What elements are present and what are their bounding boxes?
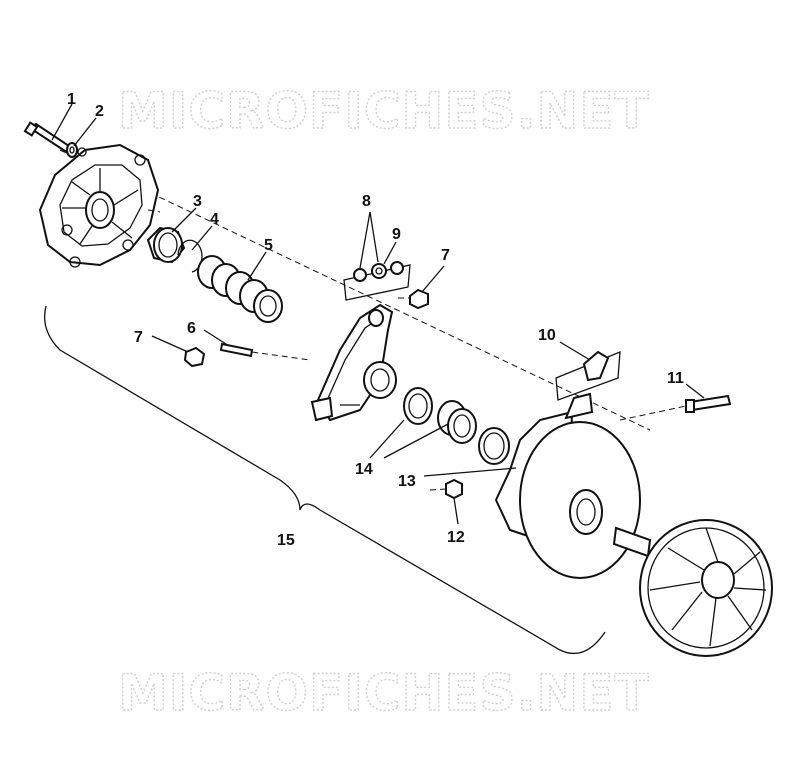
part-10-roller	[555, 350, 621, 401]
leader-9	[383, 241, 397, 265]
leader-2	[73, 117, 97, 147]
callout-7-left: 7	[134, 329, 143, 346]
leader-11	[685, 383, 705, 399]
callout-2: 2	[95, 103, 104, 120]
leader-7a	[151, 335, 189, 353]
cover-plate	[38, 143, 161, 268]
callout-15: 15	[277, 532, 295, 549]
part-2-washer	[66, 142, 78, 158]
part-7-nut-left	[183, 346, 206, 368]
callout-12: 12	[447, 529, 465, 546]
watermark-bottom: MICROFICHES.NET	[118, 664, 650, 722]
callout-13: 13	[398, 473, 416, 490]
fixed-sheave	[612, 519, 773, 657]
leader-7b	[421, 265, 445, 293]
callout-10: 10	[538, 327, 556, 344]
part-5-spring	[197, 255, 283, 323]
part-3-bushing	[146, 226, 186, 264]
callout-14: 14	[355, 461, 373, 478]
part-1-bolt	[23, 121, 74, 155]
callout-11: 11	[667, 370, 684, 387]
callout-3: 3	[193, 193, 202, 210]
leader-3	[171, 207, 197, 233]
callout-8: 8	[362, 193, 371, 210]
part-12-nut	[429, 478, 463, 500]
leader-10	[559, 341, 591, 361]
callout-4: 4	[210, 211, 219, 228]
part-7-nut-right	[398, 288, 429, 310]
callout-5: 5	[264, 237, 273, 254]
part-6-pin	[219, 342, 311, 361]
assembly-15-bracket	[43, 305, 606, 655]
leader-14	[369, 419, 449, 459]
leader-1	[51, 103, 73, 141]
leader-12	[453, 497, 459, 525]
leader-13	[423, 467, 517, 477]
shaft-centerline	[59, 149, 651, 431]
leader-8	[359, 211, 379, 269]
leader-4	[191, 225, 213, 251]
callout-9: 9	[392, 226, 401, 243]
part-11-bolt	[619, 394, 732, 421]
part-8-9-washers	[343, 261, 411, 301]
leader-5	[247, 251, 267, 281]
part-14-spacers	[403, 387, 477, 444]
spider-bracket	[310, 303, 397, 422]
part-13-ring	[478, 427, 510, 465]
watermark-top: MICROFICHES.NET	[118, 82, 650, 140]
leader-6	[203, 329, 227, 345]
callout-7-right: 7	[441, 247, 450, 264]
movable-sheave	[494, 392, 641, 579]
callout-6: 6	[187, 320, 196, 337]
callout-1: 1	[67, 91, 76, 108]
